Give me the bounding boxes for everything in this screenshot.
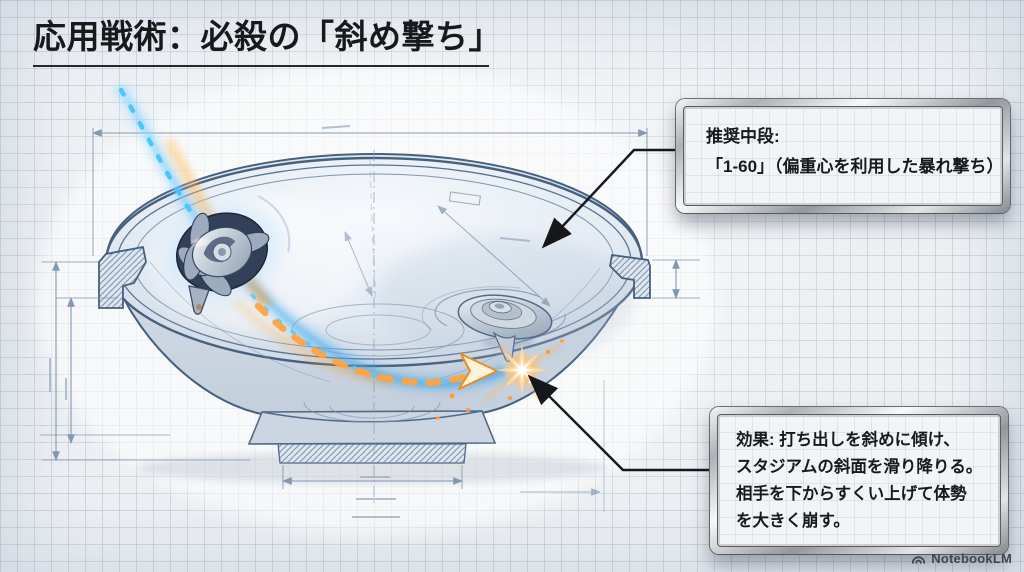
stadium-shadow: [137, 452, 607, 484]
defender-beyblade: [421, 286, 566, 363]
trajectory-arrowhead: [458, 353, 498, 390]
watermark-label: NotebookLM: [931, 551, 1012, 566]
dimension-lines: [40, 125, 700, 518]
attacker-tip: [188, 285, 210, 315]
recommendation-line1: 推奨中段:: [706, 127, 780, 146]
page-title-block: 応用戦術：必殺の「斜め撃ち」: [33, 16, 502, 67]
micro-annotations: [49, 125, 531, 518]
watermark: NotebookLM: [911, 551, 1012, 566]
effect-line1: 効果: 打ち出しを斜めに傾け、: [736, 431, 960, 449]
left-rim-flange: [98, 245, 147, 309]
title-underline: [33, 64, 489, 67]
callout-top-connector: [541, 148, 678, 249]
callout-effect: 効果: 打ち出しを斜めに傾け、 スタジアムの斜面を滑り降りる。 相手を下からすく…: [710, 407, 1008, 554]
blue-dash-trail: [118, 87, 217, 246]
orange-dash-trail: [254, 302, 472, 386]
callout-recommendation-body: 推奨中段: 「1-60」（偏重心を利用した暴れ撃ち）: [683, 106, 1004, 206]
callout-recommendation: 推奨中段: 「1-60」（偏重心を利用した暴れ撃ち）: [676, 99, 1010, 213]
notebooklm-logo-icon: [912, 555, 926, 564]
callout-effect-body: 効果: 打ち出しを斜めに傾け、 スタジアムの斜面を滑り降りる。 相手を下からすく…: [717, 414, 1001, 547]
callout-bottom-connector: [527, 374, 713, 472]
impact-spark: [436, 339, 564, 420]
spin-arc: [434, 288, 541, 327]
page-title: 応用戦術：必殺の「斜め撃ち」: [33, 18, 502, 55]
right-rim-flange: [609, 253, 651, 299]
effect-line2: スタジアムの斜面を滑り降りる。: [736, 458, 983, 476]
spark-specks: [436, 339, 564, 420]
effect-line3: 相手を下からすくい上げて体勢: [736, 485, 967, 503]
effect-line4: を大きく崩す。: [736, 512, 850, 530]
attacker-beyblade: [163, 195, 291, 315]
recommendation-line2: 「1-60」（偏重心を利用した暴れ撃ち）: [706, 157, 1004, 176]
